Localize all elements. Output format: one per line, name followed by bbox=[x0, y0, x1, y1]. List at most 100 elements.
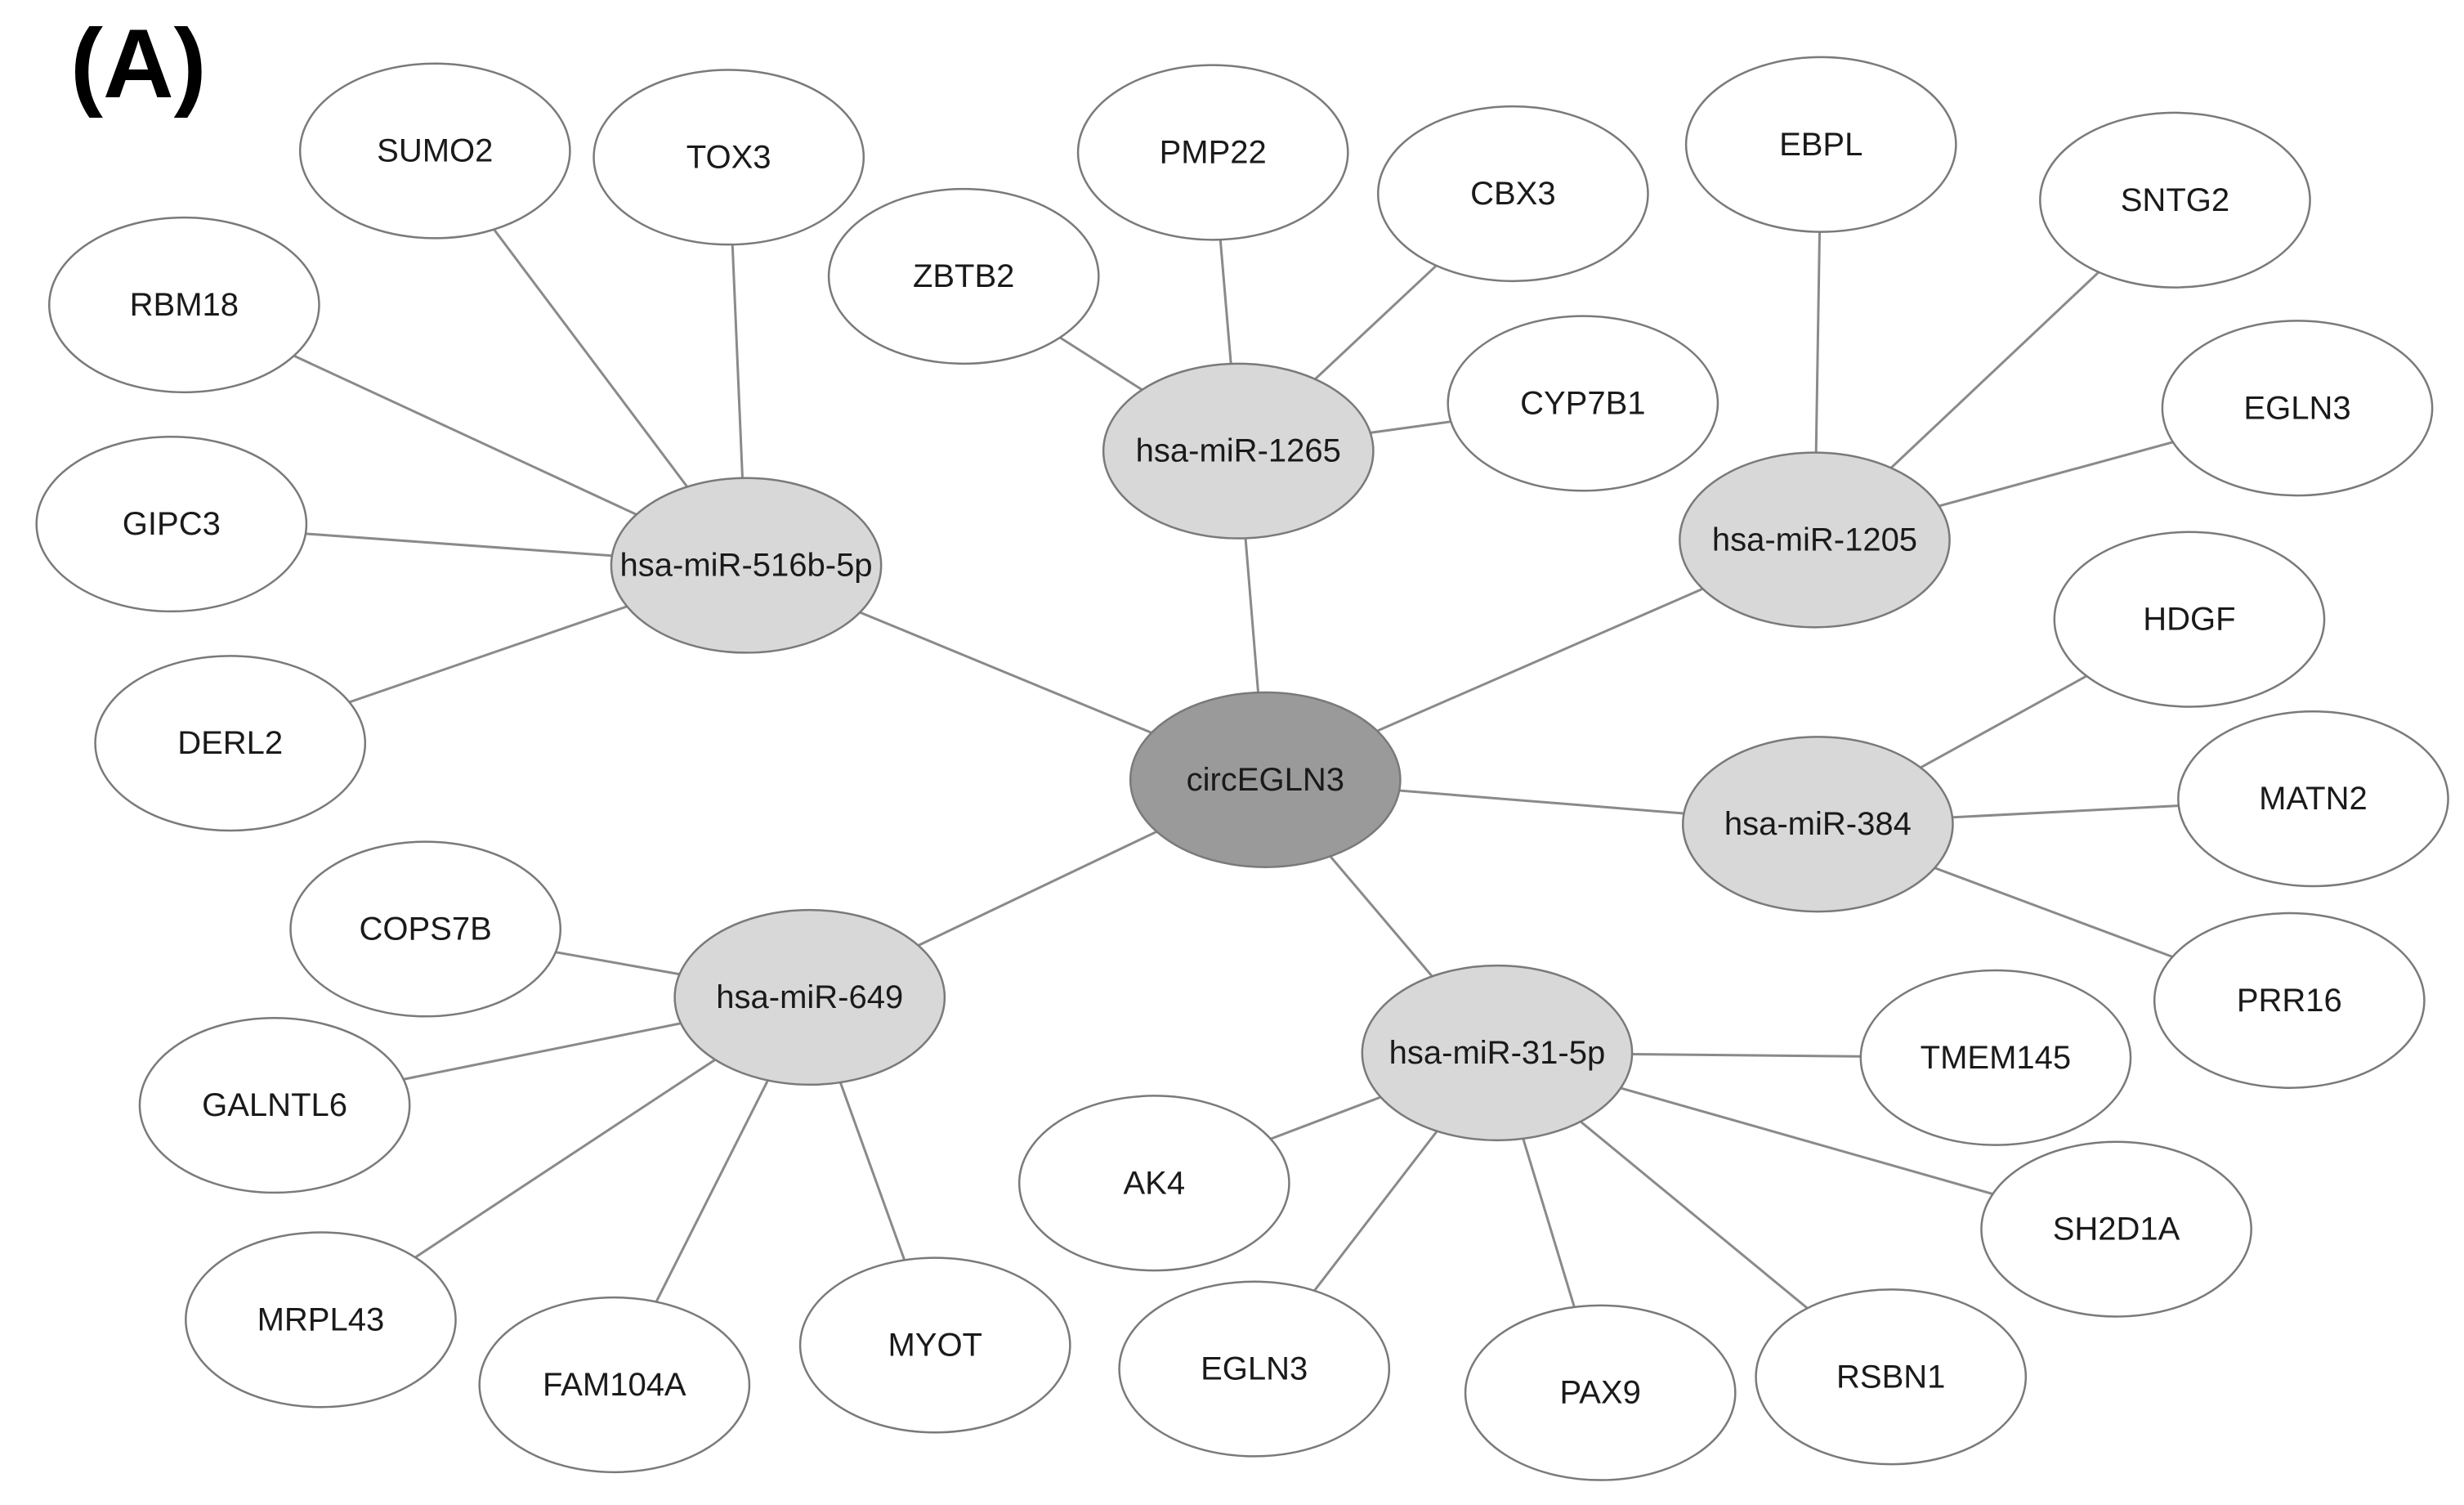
gene-label: FAM104A bbox=[543, 1367, 686, 1403]
gene-ellipse bbox=[289, 840, 562, 1018]
gene-node-egln3[interactable]: EGLN3 bbox=[1118, 1280, 1391, 1458]
mirna-node-hsa-mir-649[interactable]: hsa-miR-649 bbox=[673, 908, 946, 1086]
gene-node-matn2[interactable]: MATN2 bbox=[2177, 710, 2449, 888]
gene-ellipse bbox=[1755, 1288, 2028, 1466]
gene-node-sntg2[interactable]: SNTG2 bbox=[2039, 111, 2311, 289]
mirna-ellipse bbox=[1679, 451, 1951, 629]
gene-label: SUMO2 bbox=[377, 133, 493, 169]
mirna-node-hsa-mir-516b-5p[interactable]: hsa-miR-516b-5p bbox=[610, 477, 883, 654]
center-node-circegln3[interactable]: circEGLN3 bbox=[1129, 691, 1402, 868]
gene-ellipse bbox=[1118, 1280, 1391, 1458]
gene-node-rsbn1[interactable]: RSBN1 bbox=[1755, 1288, 2028, 1466]
gene-label: AK4 bbox=[1124, 1165, 1186, 1201]
gene-label: EBPL bbox=[1779, 127, 1863, 163]
gene-label: CBX3 bbox=[1470, 176, 1556, 212]
gene-label: PAX9 bbox=[1560, 1375, 1641, 1411]
gene-ellipse bbox=[1464, 1304, 1737, 1481]
mirna-node-hsa-mir-1265[interactable]: hsa-miR-1265 bbox=[1102, 362, 1375, 540]
mirna-ellipse bbox=[1361, 964, 1634, 1142]
gene-node-mrpl43[interactable]: MRPL43 bbox=[185, 1231, 457, 1409]
mirna-label: hsa-miR-1205 bbox=[1712, 522, 1917, 558]
gene-ellipse bbox=[1017, 1095, 1290, 1272]
mirna-label: hsa-miR-649 bbox=[716, 979, 903, 1015]
gene-label: PRR16 bbox=[2237, 983, 2342, 1019]
gene-ellipse bbox=[35, 435, 308, 613]
mirna-label: hsa-miR-31-5p bbox=[1389, 1035, 1606, 1071]
gene-node-galntl6[interactable]: GALNTL6 bbox=[138, 1016, 411, 1194]
gene-node-sh2d1a[interactable]: SH2D1A bbox=[1980, 1140, 2252, 1318]
gene-node-cbx3[interactable]: CBX3 bbox=[1376, 105, 1649, 283]
gene-node-rbm18[interactable]: RBM18 bbox=[47, 216, 320, 394]
gene-node-prr16[interactable]: PRR16 bbox=[2153, 912, 2426, 1089]
gene-node-tmem145[interactable]: TMEM145 bbox=[1859, 969, 2132, 1146]
mirna-ellipse bbox=[610, 477, 883, 654]
panel-label: (A) bbox=[70, 9, 207, 119]
gene-ellipse bbox=[798, 1256, 1071, 1434]
mirna-node-hsa-mir-1205[interactable]: hsa-miR-1205 bbox=[1679, 451, 1951, 629]
gene-ellipse bbox=[138, 1016, 411, 1194]
gene-label: RBM18 bbox=[130, 287, 239, 323]
gene-ellipse bbox=[1980, 1140, 2252, 1318]
gene-ellipse bbox=[2153, 912, 2426, 1089]
gene-label: ZBTB2 bbox=[913, 258, 1014, 294]
gene-label: SH2D1A bbox=[2053, 1212, 2180, 1247]
gene-label: COPS7B bbox=[359, 911, 491, 947]
gene-node-pmp22[interactable]: PMP22 bbox=[1076, 64, 1349, 241]
gene-ellipse bbox=[478, 1296, 751, 1474]
gene-ellipse bbox=[593, 69, 865, 246]
gene-ellipse bbox=[298, 62, 571, 240]
gene-label: RSBN1 bbox=[1836, 1359, 1945, 1395]
gene-label: GIPC3 bbox=[123, 506, 221, 542]
gene-node-egln3[interactable]: EGLN3 bbox=[2161, 320, 2434, 497]
gene-label: DERL2 bbox=[177, 725, 283, 761]
gene-node-cyp7b1[interactable]: CYP7B1 bbox=[1447, 315, 1719, 492]
gene-ellipse bbox=[2053, 531, 2326, 708]
gene-ellipse bbox=[1859, 969, 2132, 1146]
gene-label: PMP22 bbox=[1160, 134, 1267, 170]
gene-node-ak4[interactable]: AK4 bbox=[1017, 1095, 1290, 1272]
gene-label: TOX3 bbox=[686, 139, 771, 175]
mirna-node-hsa-mir-31-5p[interactable]: hsa-miR-31-5p bbox=[1361, 964, 1634, 1142]
gene-node-derl2[interactable]: DERL2 bbox=[94, 655, 367, 832]
mirna-node-hsa-mir-384[interactable]: hsa-miR-384 bbox=[1681, 736, 1954, 913]
gene-node-zbtb2[interactable]: ZBTB2 bbox=[827, 187, 1100, 365]
gene-label: SNTG2 bbox=[2121, 182, 2229, 218]
gene-label: CYP7B1 bbox=[1520, 385, 1645, 421]
gene-ellipse bbox=[94, 655, 367, 832]
center-label: circEGLN3 bbox=[1187, 762, 1344, 798]
gene-ellipse bbox=[2161, 320, 2434, 497]
gene-ellipse bbox=[1376, 105, 1649, 283]
gene-ellipse bbox=[1076, 64, 1349, 241]
gene-node-gipc3[interactable]: GIPC3 bbox=[35, 435, 308, 613]
gene-ellipse bbox=[2039, 111, 2311, 289]
gene-node-hdgf[interactable]: HDGF bbox=[2053, 531, 2326, 708]
mirna-ellipse bbox=[673, 908, 946, 1086]
gene-label: MATN2 bbox=[2259, 781, 2368, 817]
mirna-ellipse bbox=[1102, 362, 1375, 540]
gene-label: EGLN3 bbox=[2243, 390, 2350, 426]
gene-label: MYOT bbox=[888, 1327, 982, 1363]
gene-node-cops7b[interactable]: COPS7B bbox=[289, 840, 562, 1018]
gene-ellipse bbox=[1684, 56, 1957, 233]
mirna-label: hsa-miR-1265 bbox=[1136, 433, 1341, 469]
gene-ellipse bbox=[47, 216, 320, 394]
gene-ellipse bbox=[2177, 710, 2449, 888]
gene-label: GALNTL6 bbox=[202, 1087, 347, 1123]
gene-node-myot[interactable]: MYOT bbox=[798, 1256, 1071, 1434]
gene-ellipse bbox=[1447, 315, 1719, 492]
gene-label: MRPL43 bbox=[257, 1301, 385, 1337]
mirna-label: hsa-miR-384 bbox=[1724, 806, 1912, 842]
gene-ellipse bbox=[185, 1231, 457, 1409]
gene-node-fam104a[interactable]: FAM104A bbox=[478, 1296, 751, 1474]
gene-label: EGLN3 bbox=[1201, 1351, 1308, 1387]
gene-node-sumo2[interactable]: SUMO2 bbox=[298, 62, 571, 240]
gene-node-pax9[interactable]: PAX9 bbox=[1464, 1304, 1737, 1481]
gene-label: HDGF bbox=[2143, 602, 2235, 638]
mirna-label: hsa-miR-516b-5p bbox=[620, 548, 873, 584]
gene-node-ebpl[interactable]: EBPL bbox=[1684, 56, 1957, 233]
gene-label: TMEM145 bbox=[1921, 1040, 2072, 1076]
mirna-ellipse bbox=[1681, 736, 1954, 913]
gene-node-tox3[interactable]: TOX3 bbox=[593, 69, 865, 246]
